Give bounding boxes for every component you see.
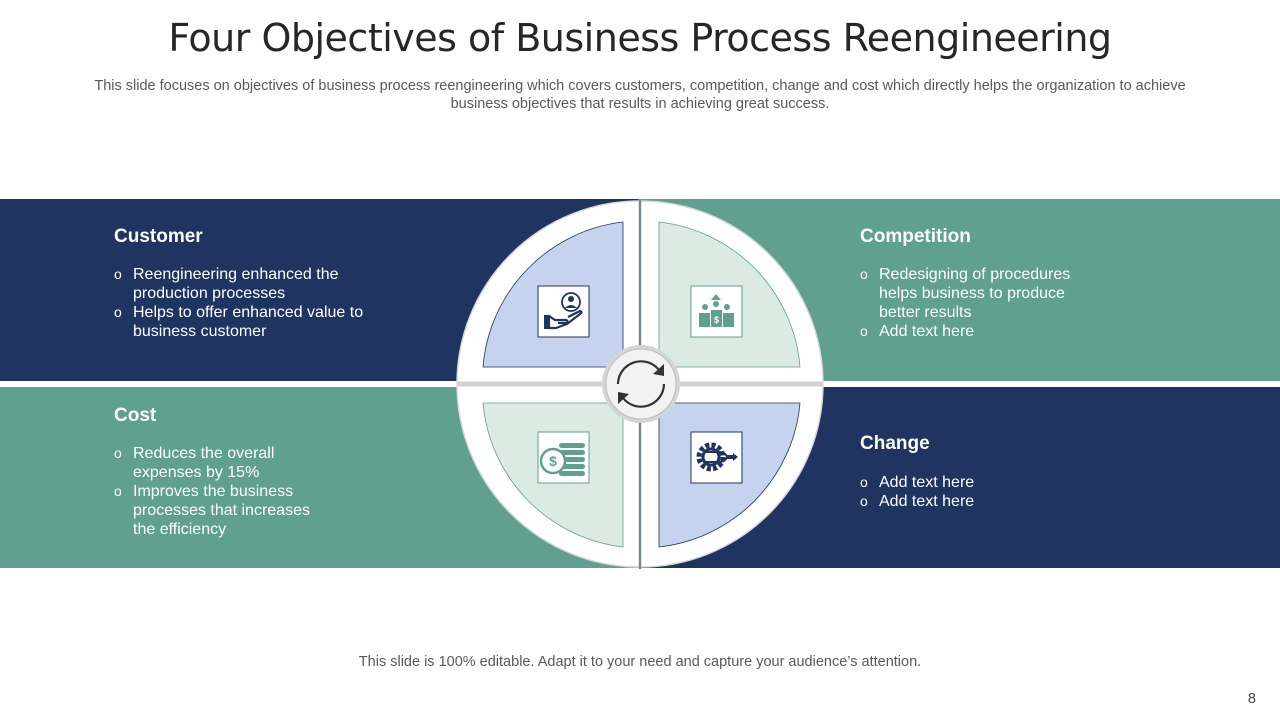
page-number: 8 [1247,691,1256,707]
customer-bullet: Reengineering enhanced the production pr… [114,265,364,303]
customer-title: Customer [114,226,203,247]
cost-title: Cost [114,405,157,426]
slide-footer: This slide is 100% editable. Adapt it to… [358,654,922,670]
cost-bullet: Improves the business processes that inc… [114,482,324,539]
competition-bullet: Redesigning of procedures helps business… [860,265,1090,322]
podium-dollar-icon: $ [690,285,743,338]
competition-bullets: Redesigning of procedures helps business… [860,265,1090,341]
competition-title: Competition [860,226,971,247]
cost-bullet: Reduces the overall expenses by 15% [114,444,324,482]
change-bullet: Add text here [860,473,1090,492]
svg-text:$: $ [549,453,557,469]
gear-arrows-icon [690,431,743,484]
hand-user-icon [537,285,590,338]
cost-bullets: Reduces the overall expenses by 15% Impr… [114,444,324,539]
change-bullet: Add text here [860,492,1090,511]
customer-bullet: Helps to offer enhanced value to busines… [114,303,364,341]
customer-bullets: Reengineering enhanced the production pr… [114,265,364,341]
change-bullets: Add text here Add text here [860,473,1090,511]
refresh-cycle-icon [602,345,680,423]
coins-dollar-icon: $ [537,431,590,484]
competition-bullet: Add text here [860,322,1090,341]
svg-text:$: $ [714,315,719,325]
slide-title: Four Objectives of Business Process Reen… [168,16,1112,60]
change-title: Change [860,433,930,454]
slide-subtitle: This slide focuses on objectives of busi… [94,78,1186,112]
